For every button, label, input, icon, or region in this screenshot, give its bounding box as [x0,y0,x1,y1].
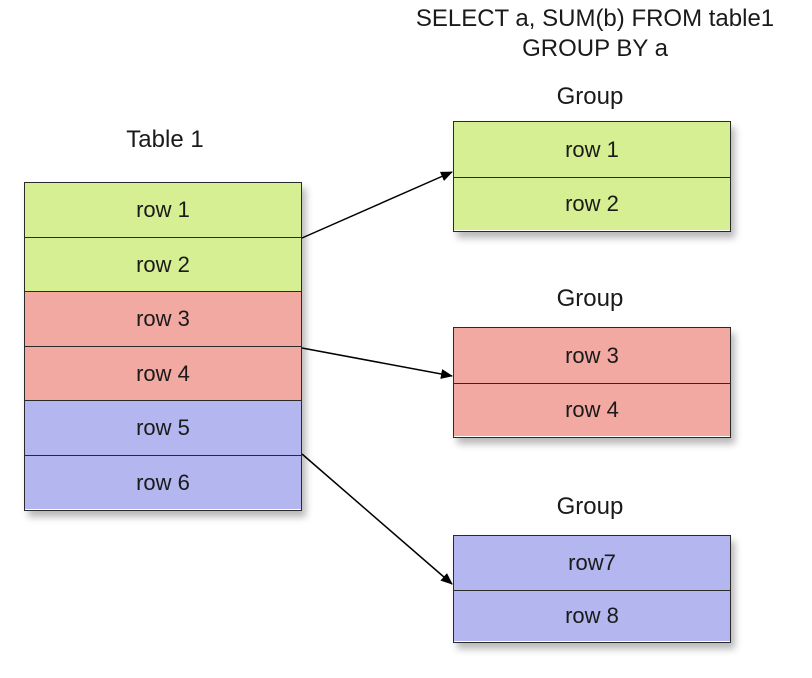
sql-line-group-by: GROUP BY a [522,35,668,62]
group-2-table: row 3 row 4 [453,327,731,438]
group-1-row-2: row 2 [454,178,730,230]
group-3-row-1: row7 [454,536,730,591]
group-2-row-2: row 4 [454,384,730,436]
group-3-row-2: row 8 [454,591,730,641]
table-1-row-1: row 1 [25,183,301,238]
arrow-to-group-1 [301,171,453,239]
table-1-title: Table 1 [126,126,204,153]
arrow-to-group-2 [301,347,453,379]
table-1-row-5: row 5 [25,401,301,456]
arrow-to-group-3 [301,453,453,585]
group-2-title: Group [556,285,624,312]
group-1-row-1: row 1 [454,122,730,178]
group-1-title: Group [556,83,624,110]
table-1-row-6: row 6 [25,456,301,509]
table-1-row-2: row 2 [25,238,301,292]
group-3-title: Group [556,493,624,520]
group-2-row-1: row 3 [454,328,730,384]
table-1-row-4: row 4 [25,347,301,401]
sql-line-select: SELECT a, SUM(b) FROM table1 [415,5,775,32]
table-1-row-3: row 3 [25,292,301,347]
sql-query: SELECT a, SUM(b) FROM table1 GROUP BY a [380,4,810,64]
group-1-table: row 1 row 2 [453,121,731,232]
table-1: row 1 row 2 row 3 row 4 row 5 row 6 [24,182,302,511]
group-3-table: row7 row 8 [453,535,731,643]
